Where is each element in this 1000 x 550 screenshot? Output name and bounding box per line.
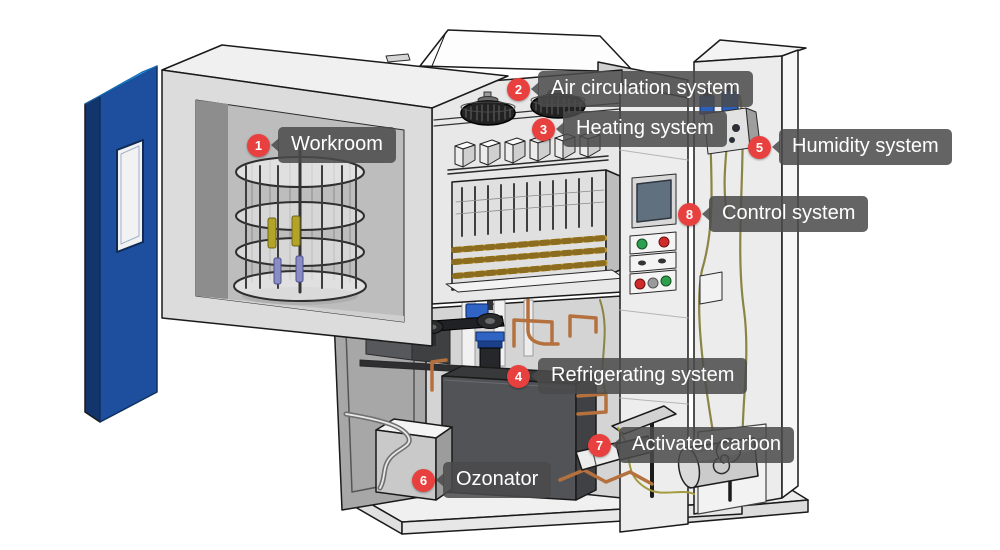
red-button — [658, 236, 670, 248]
label-number-badge: 6 — [412, 468, 435, 492]
label-text: Workroom — [278, 127, 396, 163]
right-side-panel — [693, 39, 807, 515]
fan-impeller — [460, 91, 516, 126]
label-number-badge: 2 — [507, 77, 530, 101]
label-number-badge: 8 — [678, 202, 701, 226]
label-text: Refrigerating system — [538, 358, 748, 394]
label-number-badge: 5 — [748, 135, 771, 159]
label-heating-system: 3 Heating system — [532, 111, 727, 147]
gray-button — [647, 277, 659, 289]
heater-elements — [447, 131, 609, 175]
cooling-coils — [451, 235, 608, 279]
control-screen — [636, 179, 672, 223]
junction-box — [699, 271, 723, 305]
label-number-badge: 4 — [507, 364, 530, 388]
label-control-system: 8 Control system — [678, 196, 869, 232]
label-activated-carbon: 7 Activated carbon — [588, 427, 794, 463]
heat-exchanger — [445, 169, 625, 293]
specimen-carousel — [233, 138, 367, 305]
label-number-badge: 7 — [588, 433, 611, 457]
label-number-badge: 1 — [247, 133, 270, 157]
label-ozonator: 6 Ozonator — [412, 462, 552, 498]
chamber-door — [84, 65, 158, 423]
copper-piping — [430, 298, 608, 416]
label-text: Ozonator — [443, 462, 552, 498]
label-humidity-system: 5 Humidity system — [748, 129, 952, 165]
label-text: Heating system — [563, 111, 727, 147]
label-text: Control system — [709, 196, 869, 232]
label-workroom: 1 Workroom — [247, 127, 396, 163]
green-button — [636, 238, 648, 250]
label-number-badge: 3 — [532, 117, 555, 141]
door-window — [116, 139, 144, 253]
toggle-switch — [658, 258, 666, 264]
label-text: Humidity system — [779, 129, 952, 165]
red-button — [634, 278, 646, 290]
label-text: Activated carbon — [619, 427, 794, 463]
label-refrigerating-system: 4 Refrigerating system — [507, 358, 748, 394]
toggle-switch — [638, 260, 646, 266]
label-air-circulation-system: 2 Air circulation system — [507, 71, 753, 107]
test-specimens — [267, 215, 304, 285]
label-text: Air circulation system — [538, 71, 753, 107]
green-button — [660, 275, 672, 287]
